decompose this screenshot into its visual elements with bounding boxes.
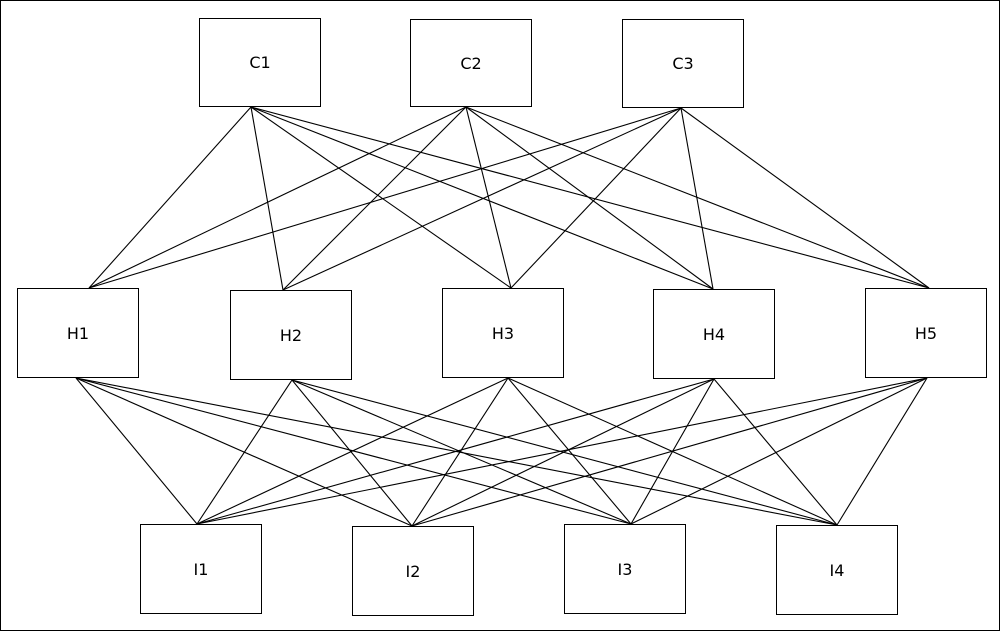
edge-c1-h1 [88,106,252,289]
edge-h5-i1 [196,377,928,525]
node-label: I3 [617,559,633,579]
edge-h2-i1 [196,379,293,525]
node-i2: I2 [352,526,474,616]
edge-h3-i3 [507,377,632,525]
edge-h5-i2 [411,377,928,527]
node-label: C3 [672,54,694,73]
node-h5: H5 [865,288,987,378]
node-i4: I4 [776,525,898,615]
node-label: H2 [279,325,303,345]
edge-c2-h3 [465,106,512,289]
edge-h3-i2 [411,377,509,527]
node-i1: I1 [140,524,262,614]
edge-h5-i3 [630,377,928,525]
edge-c3-h1 [88,107,682,289]
node-label: I1 [193,559,209,579]
node-label: H5 [914,323,938,343]
edge-h2-i3 [291,379,632,525]
edge-h4-i2 [411,378,715,527]
node-h2: H2 [230,290,352,380]
edge-c2-h4 [465,106,714,290]
edge-h1-i1 [75,377,198,525]
edge-c1-h4 [250,106,714,290]
node-label: H4 [702,324,726,344]
node-h1: H1 [17,288,139,378]
node-h4: H4 [653,289,775,379]
edge-c1-h5 [250,106,930,289]
node-c1: C1 [199,18,321,107]
edge-c3-h3 [510,107,682,289]
edge-c1-h2 [250,106,284,291]
node-label: C1 [249,53,271,72]
edge-h2-i4 [291,379,838,526]
edge-c2-h5 [465,106,930,289]
node-c3: C3 [622,19,744,108]
node-i3: I3 [564,524,686,614]
node-c2: C2 [410,19,532,107]
node-label: I2 [405,561,421,581]
edge-c3-h2 [282,107,682,291]
node-label: C2 [460,53,482,73]
edge-c1-h3 [250,106,512,289]
edge-h4-i1 [196,378,715,525]
node-label: I4 [829,560,845,580]
node-h3: H3 [442,288,564,378]
edge-c2-h2 [282,106,467,291]
edge-c2-h1 [88,106,467,289]
edge-c3-h5 [680,107,930,289]
edge-h5-i4 [836,377,928,526]
edge-c3-h4 [680,107,714,290]
edge-h2-i2 [291,379,413,527]
edge-h4-i4 [713,378,838,526]
edge-h3-i1 [196,377,509,525]
node-label: H1 [66,323,90,343]
node-label: H3 [491,323,515,343]
